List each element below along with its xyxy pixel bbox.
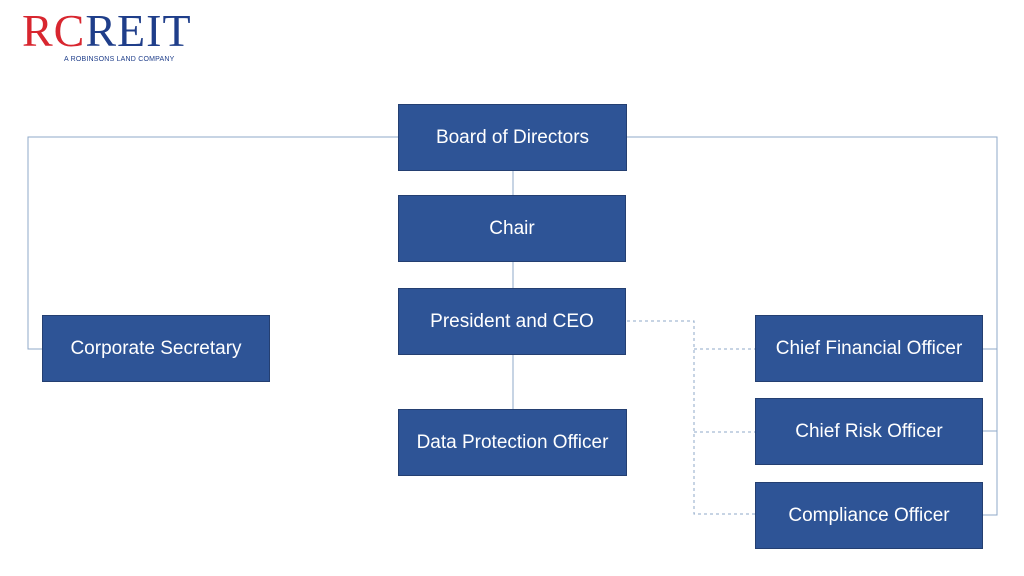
connector-president-dashed <box>627 320 755 515</box>
chair-box: Chair <box>398 195 626 262</box>
logo-reit: REIT <box>85 5 192 56</box>
logo-rc: RC <box>22 5 86 56</box>
data-protection-officer-box: Data Protection Officer <box>398 409 627 476</box>
chief-risk-officer-box: Chief Risk Officer <box>755 398 983 465</box>
president-ceo-box: President and CEO <box>398 288 626 355</box>
connector-board-right <box>627 136 998 516</box>
board-of-directors-box: Board of Directors <box>398 104 627 171</box>
connector-board-secretary <box>27 136 399 350</box>
compliance-officer-box: Compliance Officer <box>755 482 983 549</box>
chief-financial-officer-box: Chief Financial Officer <box>755 315 983 382</box>
corporate-secretary-box: Corporate Secretary <box>42 315 270 382</box>
logo-tagline: A ROBINSONS LAND COMPANY <box>64 56 175 63</box>
company-logo: RCREIT A ROBINSONS LAND COMPANY <box>22 8 242 68</box>
logo-wordmark: RCREIT <box>22 8 192 54</box>
dashed-connectors <box>627 320 755 515</box>
